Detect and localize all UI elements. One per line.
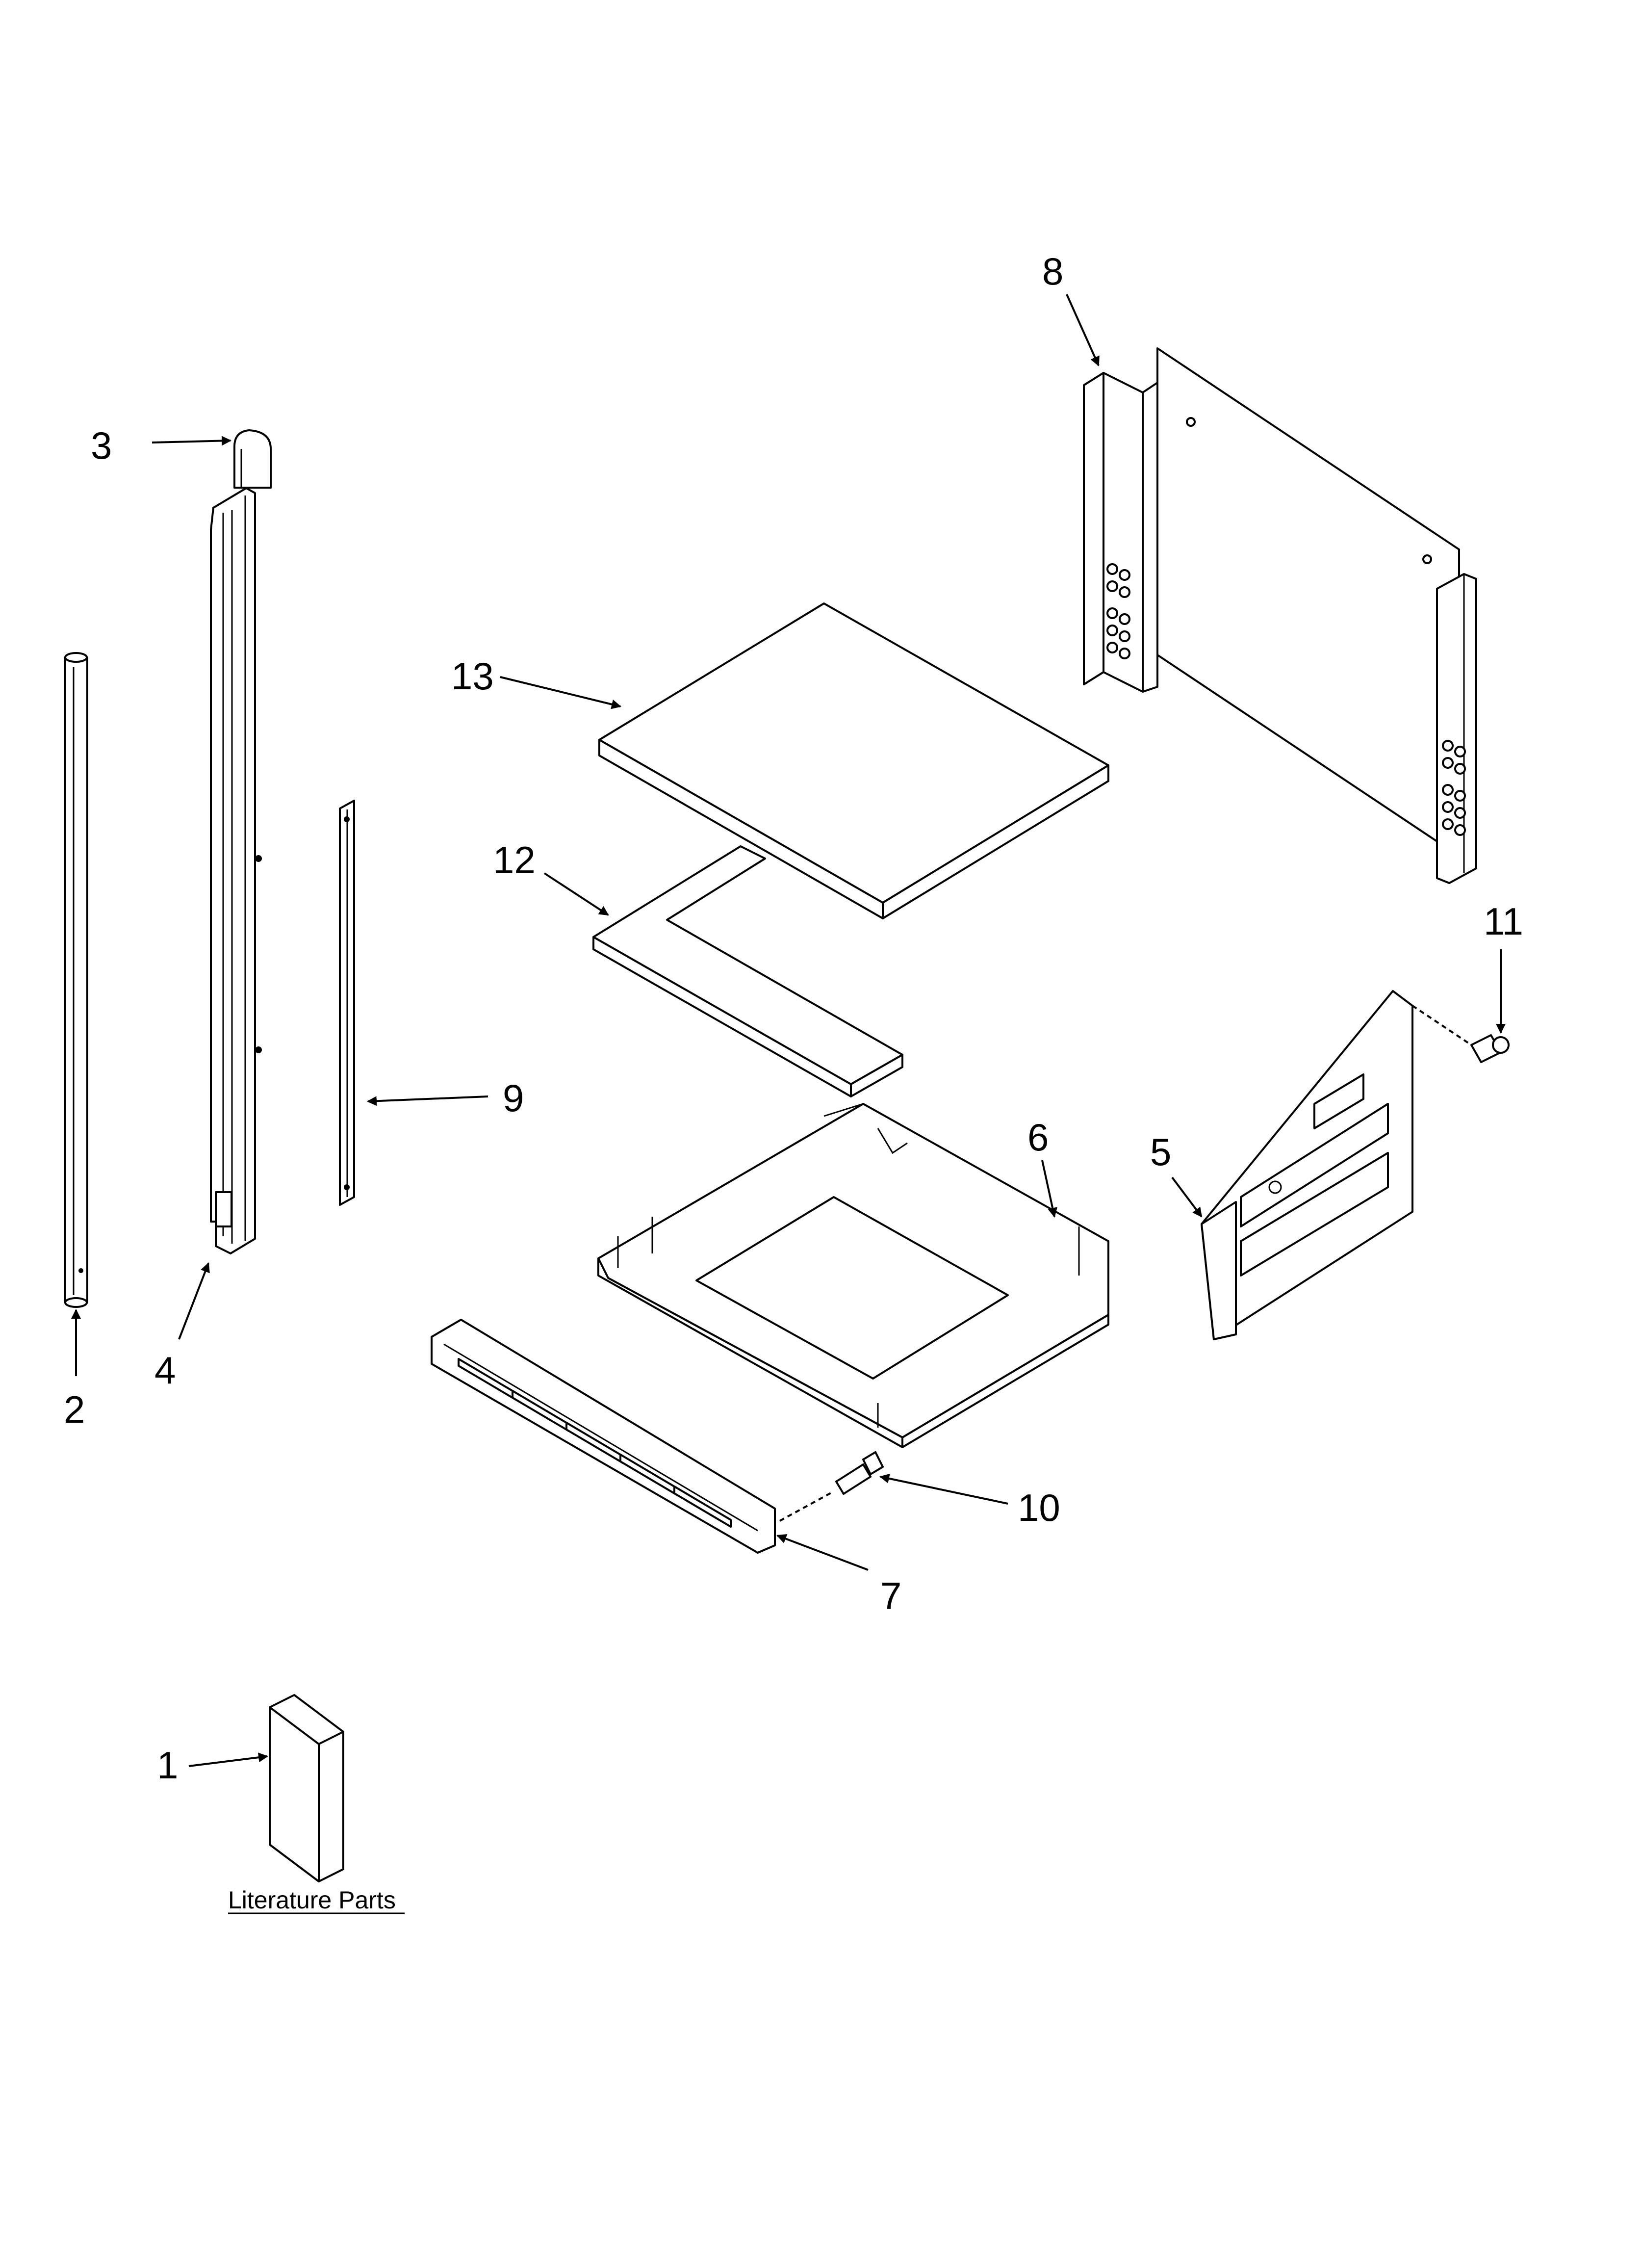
callout-6: 6 [1027, 1116, 1049, 1159]
vent-slots [458, 1358, 732, 1528]
leader-lines [71, 294, 1506, 1767]
callout-10: 10 [1018, 1486, 1060, 1529]
callout-8: 8 [1042, 250, 1063, 293]
part-6-base-pan [597, 1103, 1109, 1448]
callout-1: 1 [157, 1744, 178, 1787]
part-1-literature [269, 1694, 344, 1882]
part-3-cap [233, 429, 272, 489]
vent-holes [1106, 563, 1466, 836]
part-2-rod [64, 652, 88, 1308]
callout-9: 9 [503, 1076, 524, 1120]
callout-labels: 1 2 3 4 5 6 7 8 9 10 11 12 13 [64, 250, 1523, 1787]
literature-caption-group: Literature Parts [228, 1886, 405, 1914]
part-13-insulation-panel [598, 602, 1109, 919]
part-10-screw [779, 1451, 884, 1522]
callout-13: 13 [451, 654, 494, 698]
part-9-strip [339, 800, 355, 1206]
callout-4: 4 [154, 1349, 176, 1392]
callout-3: 3 [91, 424, 112, 467]
callout-7: 7 [880, 1574, 901, 1617]
callout-11: 11 [1484, 900, 1523, 943]
part-12-insulation-strip [592, 845, 903, 1097]
part-5-side-bracket [1201, 990, 1413, 1340]
part-4-side-trim [210, 487, 262, 1254]
callout-5: 5 [1150, 1130, 1171, 1173]
part-11-bolt [1411, 1005, 1510, 1063]
callout-12: 12 [493, 838, 536, 882]
part-8-rear-panel [1083, 347, 1477, 884]
callout-2: 2 [64, 1388, 85, 1431]
part-7-vent-trim [431, 1319, 776, 1554]
literature-caption: Literature Parts [228, 1886, 396, 1914]
